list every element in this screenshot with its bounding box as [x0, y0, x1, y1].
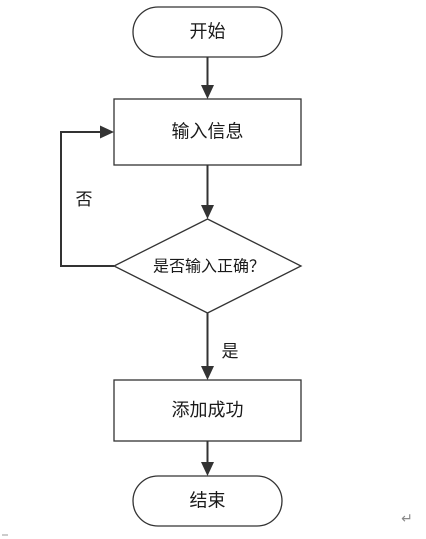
arrowhead-decision-yes [201, 366, 214, 380]
success-node: 添加成功 [113, 379, 302, 442]
arrowhead-decision-no-loop [100, 125, 114, 139]
start-node-label: 开始 [190, 22, 226, 43]
arrowhead-input-to-decision [201, 205, 214, 219]
arrow-decision-no-loop [60, 131, 114, 267]
input-info-node: 输入信息 [113, 98, 302, 166]
end-node-label: 结束 [190, 491, 226, 512]
decision-node-label: 是否输入正确？ [153, 257, 265, 276]
arrowhead-start-to-input [201, 85, 214, 99]
success-node-label: 添加成功 [172, 400, 244, 421]
arrowhead-success-to-end [201, 462, 214, 476]
end-node: 结束 [132, 475, 283, 527]
paragraph-mark-icon: ↵ [401, 511, 413, 527]
input-info-node-label: 输入信息 [172, 122, 244, 143]
edge-label-no: 否 [76, 190, 93, 210]
decision-node: 是否输入正确？ [112, 218, 303, 314]
start-node: 开始 [132, 6, 283, 58]
edge-label-yes: 是 [222, 342, 239, 362]
